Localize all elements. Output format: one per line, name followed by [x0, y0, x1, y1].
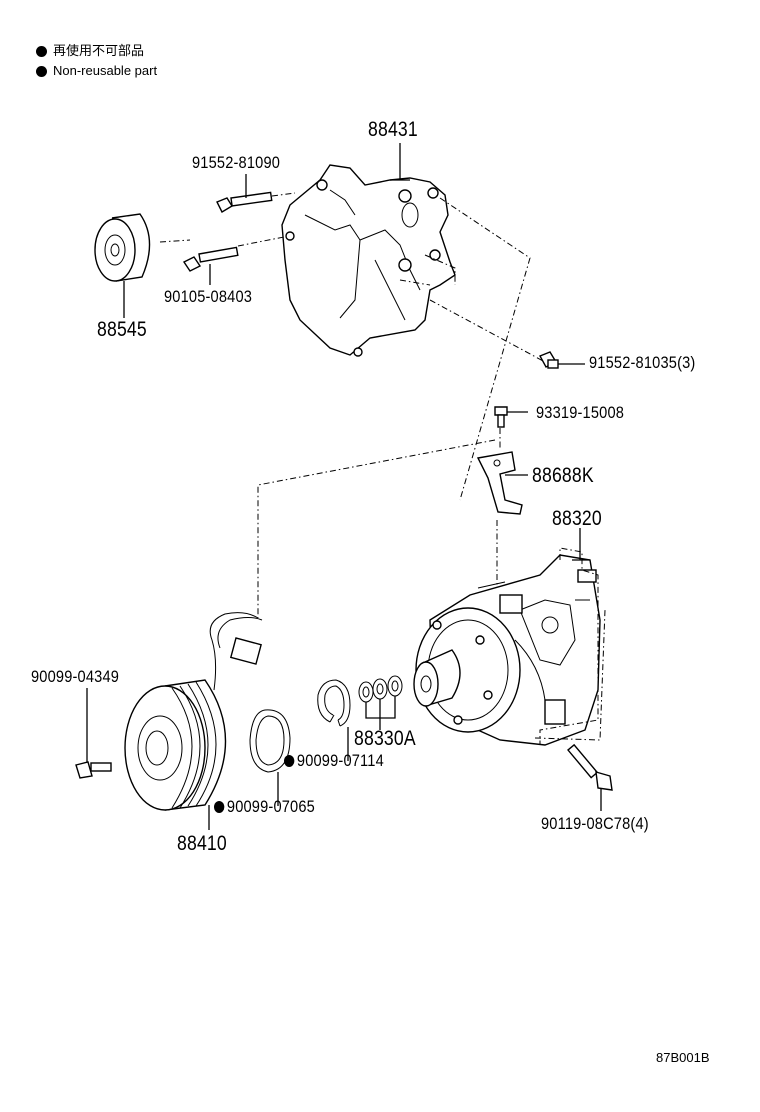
bolt-90105-08403-drawing — [182, 246, 239, 272]
part-label-90099-07114[interactable]: 90099-07114 — [284, 751, 384, 771]
part-label-90099-04349[interactable]: 90099-04349 — [31, 667, 120, 686]
part-label-88320[interactable]: 88320 — [552, 507, 602, 530]
bolt-91552-81035-drawing — [539, 351, 559, 369]
part-number-text: 90099-07065 — [226, 797, 315, 816]
part-label-88410[interactable]: 88410 — [177, 832, 227, 855]
bracket-88688K-drawing — [476, 451, 523, 515]
part-label-88545[interactable]: 88545 — [97, 318, 147, 341]
bolt-90119-08C78-drawing — [567, 743, 613, 791]
diagram-code: 87B001B — [656, 1050, 710, 1065]
compressor-88320-drawing — [413, 554, 601, 746]
snap-ring-90099-07114-drawing — [317, 679, 351, 727]
legend-japanese: 再使用不可部品 — [36, 43, 144, 59]
idler-pulley-88545-drawing — [94, 213, 151, 282]
non-reusable-marker-icon — [214, 801, 225, 813]
part-number-text: 90099-07114 — [296, 751, 384, 770]
part-label-91552-81090[interactable]: 91552-81090 — [192, 153, 281, 172]
magnet-clutch-88410-drawing — [124, 679, 227, 811]
shim-90099-07065-drawing — [249, 709, 291, 773]
legend-english-text: Non-reusable part — [53, 63, 158, 78]
bracket-88431-drawing — [281, 164, 456, 357]
part-label-90105-08403[interactable]: 90105-08403 — [164, 287, 253, 306]
part-label-90119-08C78[interactable]: 90119-08C78(4) — [541, 814, 649, 833]
part-label-91552-81035[interactable]: 91552-81035(3) — [589, 353, 696, 372]
non-reusable-marker-icon — [36, 65, 47, 77]
part-label-88688K[interactable]: 88688K — [532, 464, 594, 487]
legend-english: Non-reusable part — [36, 63, 157, 79]
bolt-93319-15008-drawing — [494, 406, 508, 428]
bolt-90099-04349-drawing — [75, 761, 112, 779]
bolt-91552-81090-drawing — [216, 191, 273, 213]
legend-japanese-text: 再使用不可部品 — [53, 43, 145, 58]
non-reusable-marker-icon — [36, 45, 47, 57]
part-label-90099-07065[interactable]: 90099-07065 — [214, 797, 315, 817]
non-reusable-marker-icon — [284, 755, 295, 767]
part-label-88330A[interactable]: 88330A — [354, 727, 416, 750]
part-label-88431[interactable]: 88431 — [368, 118, 418, 141]
clutch-wire-drawing — [209, 612, 263, 691]
part-label-93319-15008[interactable]: 93319-15008 — [536, 403, 625, 422]
